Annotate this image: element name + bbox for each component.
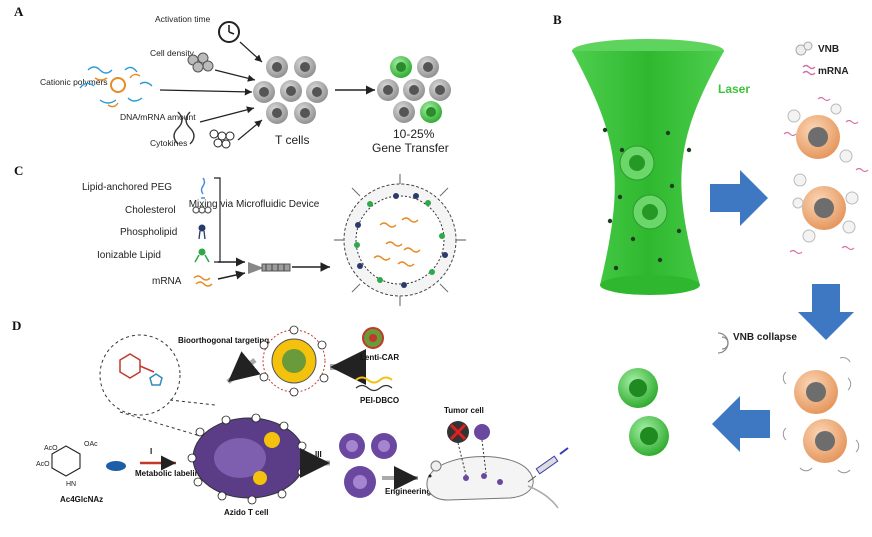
- components-bracket: [214, 177, 221, 263]
- laser-label: Laser: [718, 82, 750, 96]
- cytokine-cluster-icon: [209, 129, 235, 149]
- svg-text:OAc: OAc: [84, 441, 98, 448]
- gene-transfer-label: Gene Transfer: [372, 141, 449, 155]
- cholesterol-icon: [192, 206, 212, 214]
- cholesterol-label: Cholesterol: [125, 205, 176, 216]
- activation-time-text: Activation time: [155, 14, 211, 24]
- tumor-label: Tumor cell: [444, 406, 484, 415]
- lipid-nanoparticle: [334, 174, 466, 306]
- peg-label: Lipid-anchored PEG: [82, 182, 172, 193]
- step-i-label: I: [150, 447, 152, 456]
- cytokines-label: Cytokines: [150, 138, 187, 148]
- engineering-text: Engineering T cell: [385, 487, 454, 496]
- syringe-icon: [527, 447, 569, 483]
- clock-icon: [218, 21, 240, 43]
- mrna-feed-arrow: [217, 270, 246, 280]
- vnb-label: VNB: [818, 44, 839, 55]
- phospholipid-icon: [198, 224, 206, 240]
- arrow-left-blue: [712, 396, 770, 452]
- panel-c-letter: C: [14, 163, 23, 178]
- vnb-collapse-line: VNB collapse: [733, 332, 797, 343]
- panel-b: B Laser VNB mRNA: [553, 12, 869, 474]
- lenti-car-label: Lenti-CAR: [360, 353, 399, 362]
- polymer-icon: [79, 66, 153, 108]
- arrow-down-blue: [798, 284, 854, 340]
- mrna-strand-icon: [193, 275, 213, 287]
- pei-dbco-icon: [355, 376, 393, 392]
- cell-cluster-icon: [187, 52, 214, 73]
- microfluidic-device-icon: [248, 262, 291, 274]
- azido-label: Azido T cell: [224, 508, 268, 517]
- sugar-molecule-icon: AcO OAc AcO HN: [36, 441, 126, 488]
- mixing-label: Mixing via Microfluidic Device: [189, 199, 320, 210]
- bioorthogonal-text: Bioorthogonal targeting: [178, 336, 269, 345]
- azido-t-cell: [187, 413, 307, 505]
- bottom-orange-cells: [782, 357, 860, 474]
- gene-transfer-pct: 10-25%: [393, 127, 435, 141]
- lenti-car-icon: [362, 327, 384, 349]
- panel-b-letter: B: [553, 12, 562, 27]
- sugar-label: Ac4GlcNAz: [60, 495, 103, 504]
- ionizable-label: Ionizable Lipid: [97, 250, 161, 261]
- pei-dbco-label: PEI-DBCO: [360, 396, 399, 405]
- vnb-collapse-icon: [717, 332, 729, 354]
- laser-beam: [572, 39, 724, 295]
- t-cell-group: [253, 56, 328, 124]
- vnb-icon: [795, 41, 813, 56]
- mouse-illustration: [426, 439, 559, 509]
- panel-d-letter: D: [12, 318, 21, 333]
- peg-icon: [200, 177, 206, 199]
- dna-mrna-label: DNA/mRNA amount: [120, 112, 196, 122]
- targeted-particle: [259, 325, 329, 397]
- panel-c: C Lipid-anchored PEG Cholesterol Phospho…: [14, 163, 466, 306]
- tumor-cell-icon: [447, 421, 490, 443]
- arrow-right-blue: [710, 170, 768, 226]
- zoom-inset: [99, 334, 216, 437]
- step-iii-label: III: [315, 450, 322, 459]
- mrna-label-c: mRNA: [152, 276, 182, 287]
- svg-text:AcO: AcO: [44, 445, 58, 452]
- cationic-polymers-label: Cationic polymers: [40, 77, 108, 87]
- mrna-icon: [802, 64, 816, 76]
- t-cells-label: T cells: [275, 133, 309, 147]
- activation-time-label: Activation time: [155, 14, 211, 24]
- bioorthogonal-label: Bioorthogonal targeting: [178, 336, 269, 345]
- transfected-cell-group: [377, 56, 451, 123]
- vnb-collapse-text: VNB collapse: [733, 332, 797, 343]
- ionizable-lipid-icon: [194, 248, 210, 263]
- svg-text:HN: HN: [66, 481, 76, 488]
- step-ii-arrow: [226, 351, 261, 384]
- panel-a: A Activation time Cell density Cationic …: [14, 4, 451, 155]
- mrna-label-b: mRNA: [818, 66, 849, 77]
- cell-density-label: Cell density: [150, 48, 195, 58]
- metabolic-text: Metabolic labeling: [135, 469, 204, 478]
- top-orange-cells: [783, 96, 869, 255]
- metabolic-label: Metabolic labeling: [135, 469, 204, 478]
- mixing-text: Mixing via Microfluidic Device: [189, 199, 320, 210]
- panel-a-letter: A: [14, 4, 24, 19]
- panel-d: D Bioorthogonal targeting II Lenti-CAR: [12, 318, 569, 517]
- svg-text:AcO: AcO: [36, 461, 50, 468]
- engineered-t-cells: [339, 433, 397, 498]
- input-arrows: [159, 41, 263, 141]
- transfected-green-cells: [618, 368, 669, 456]
- dna-helix-icon: [173, 111, 195, 145]
- engineering-label: Engineering T cell: [385, 487, 454, 496]
- phospholipid-label: Phospholipid: [120, 227, 177, 238]
